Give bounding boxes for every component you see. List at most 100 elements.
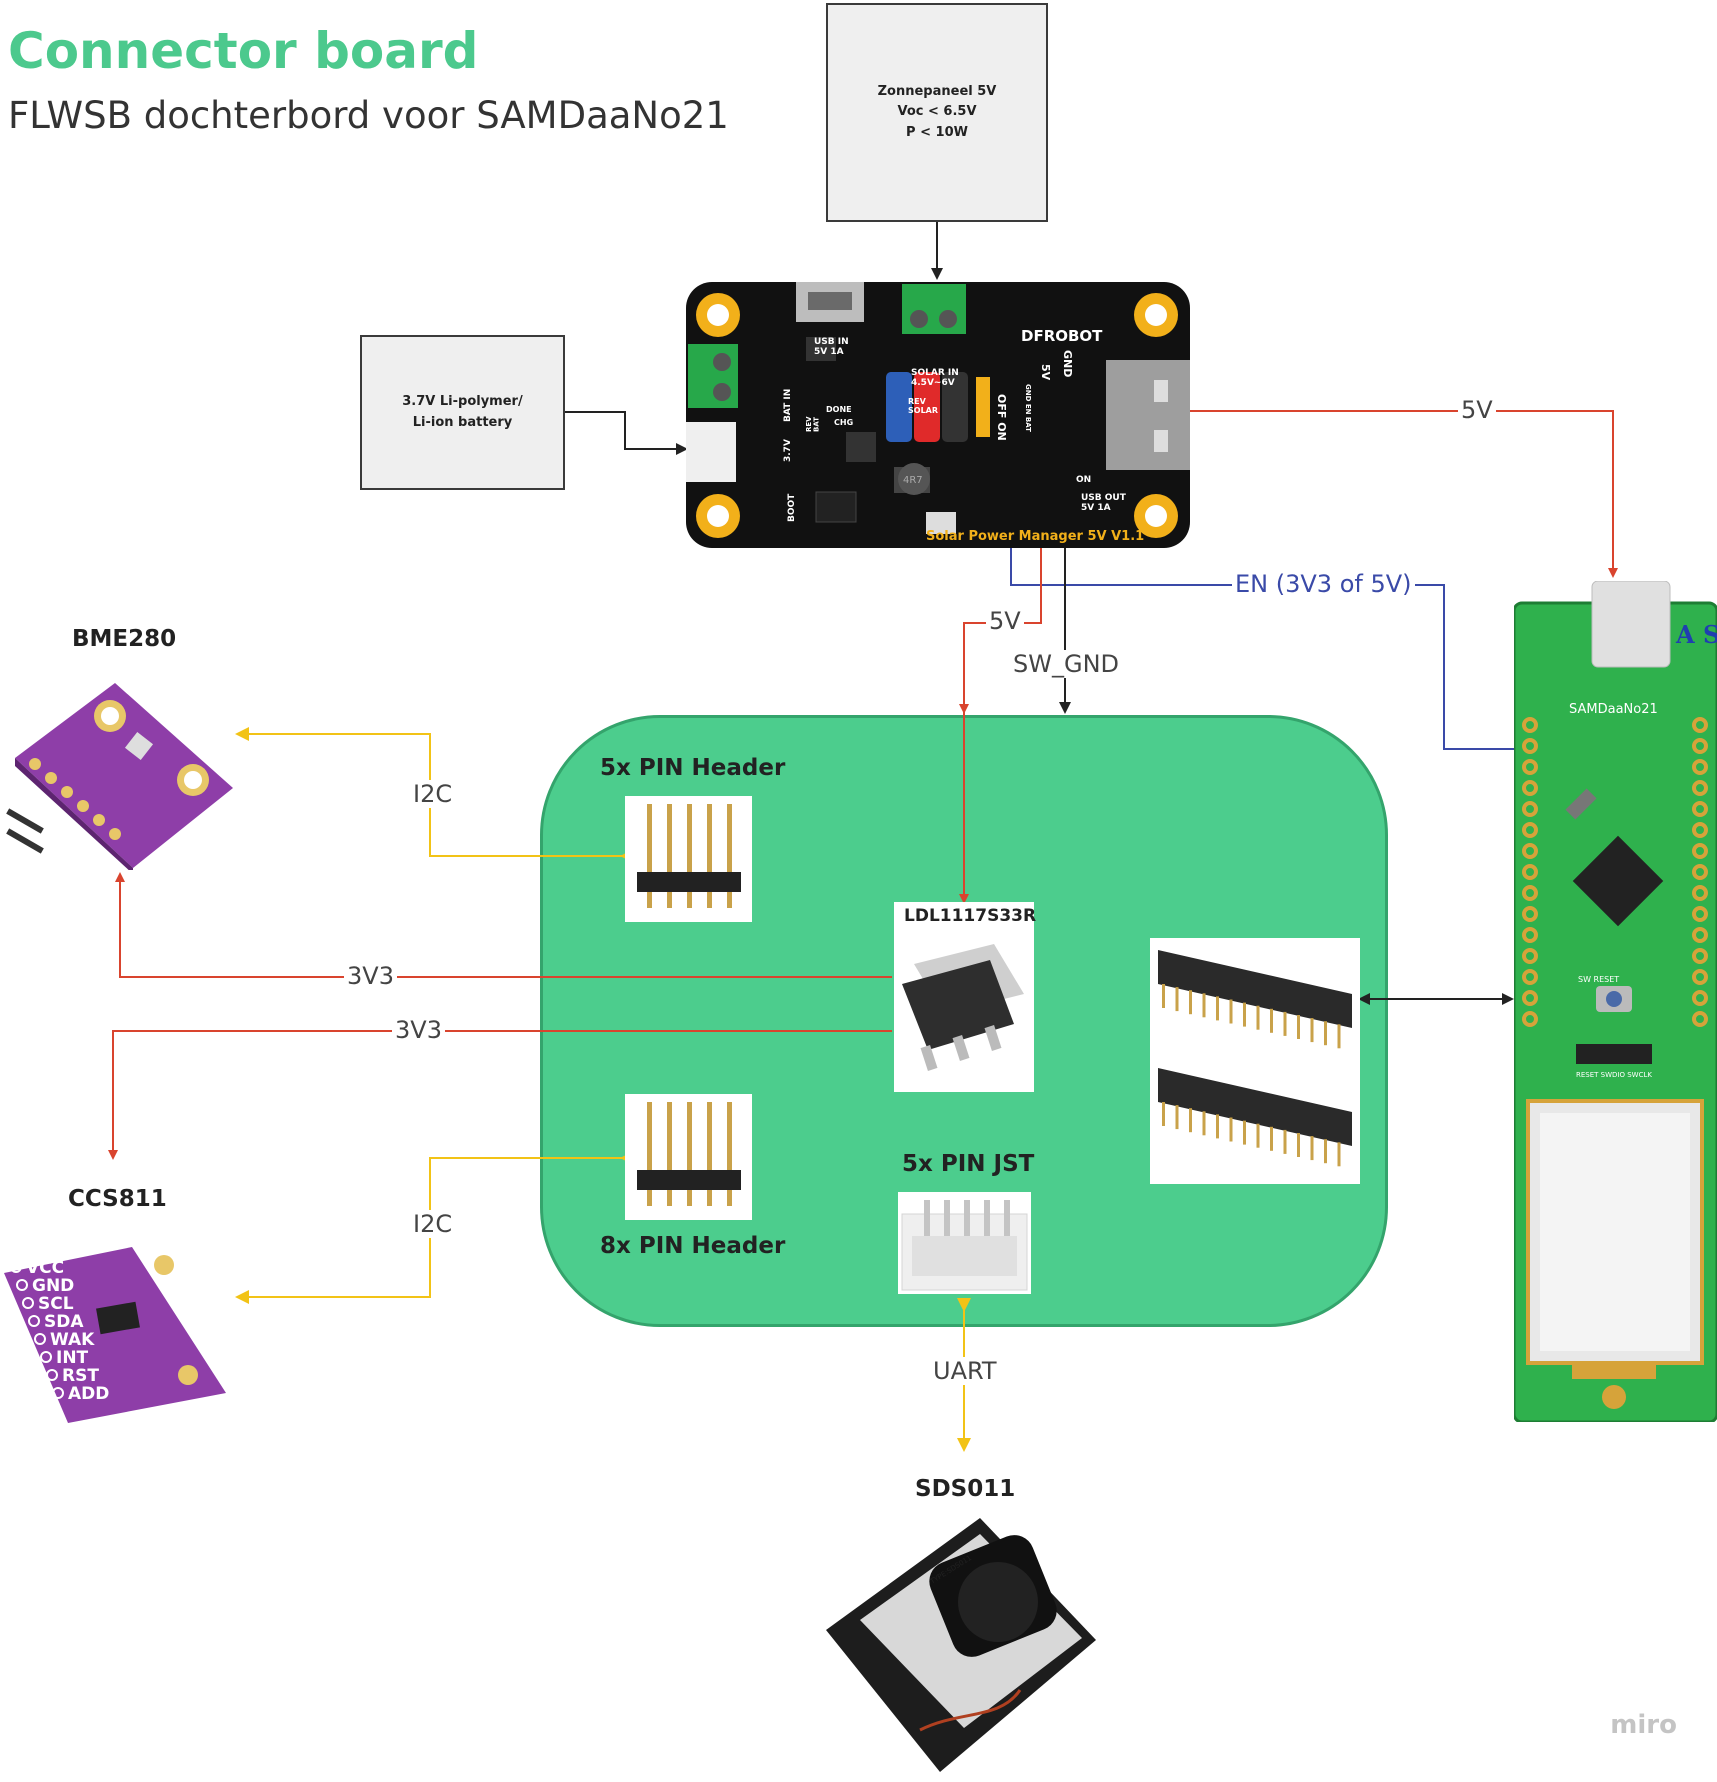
wire-battery — [565, 411, 688, 455]
header-pin — [1297, 1015, 1300, 1039]
pin-header-8x[interactable] — [625, 1094, 752, 1220]
samd-pin-hole — [1522, 927, 1538, 943]
dfrobot-off-on: OFF ON — [995, 394, 1008, 441]
header-pin — [1283, 1129, 1287, 1154]
samd-pin-hole — [1692, 885, 1708, 901]
samd-pin-hole — [1692, 822, 1708, 838]
ccs811-pin-label: VCC — [26, 1258, 64, 1278]
samd-pin-hole — [1692, 864, 1708, 880]
dfrobot-brand: DFROBOT — [1021, 327, 1103, 345]
dfrobot-3v7: 3.7V — [783, 439, 793, 462]
dfrobot-name: Solar Power Manager 5V V1.1 — [926, 529, 1144, 544]
samd-pin-hole — [1692, 717, 1708, 733]
label-i2c-bottom: I2C — [410, 1210, 456, 1238]
ccs811-pin-hole — [22, 1297, 34, 1309]
ccs811-pin-hole — [40, 1351, 52, 1363]
dfrobot-boot: BOOT — [787, 493, 797, 522]
samd-pin-hole — [1522, 738, 1538, 754]
samd-pin-hole — [1522, 780, 1538, 796]
samd-pin-hole — [1692, 780, 1708, 796]
header-pin — [1337, 1142, 1341, 1167]
miro-watermark: miro — [1610, 1710, 1677, 1740]
dfrobot-5v: 5V — [1039, 364, 1052, 381]
female-headers[interactable] — [1150, 938, 1360, 1184]
ccs811-pin-hole — [52, 1387, 64, 1399]
samd-pin-hole — [1692, 843, 1708, 859]
solar-panel-box[interactable]: Zonnepaneel 5V Voc < 6.5V P < 10W — [826, 3, 1048, 222]
header-pin — [1324, 1139, 1327, 1164]
label-3v3-top: 3V3 — [344, 962, 397, 990]
header-pin — [1337, 1024, 1341, 1049]
samd-pin-hole — [1522, 948, 1538, 964]
label-ldo: LDL1117S33R — [904, 906, 1037, 926]
header-pin — [1229, 1117, 1233, 1142]
header-pin — [1243, 1120, 1246, 1145]
samd-pin-hole — [1522, 990, 1538, 1006]
battery-box[interactable]: 3.7V Li-polymer/ Li-ion battery — [360, 335, 565, 490]
dfrobot-chg: CHG — [834, 418, 853, 427]
wire-5v-samd — [1190, 410, 1618, 578]
ccs811-pin-hole — [34, 1333, 46, 1345]
ccs811-pin-hole — [16, 1279, 28, 1291]
header-pin — [1175, 1105, 1179, 1130]
samdaano21-board[interactable]: A S SAMDaaNo21 SW RESET RESET SWDIO SWCL… — [1514, 581, 1717, 1422]
samd-pin-hole — [1692, 738, 1708, 754]
ccs811-pin-label: SCL — [38, 1294, 74, 1314]
header-pin — [1256, 1005, 1260, 1030]
header-pin — [1270, 1008, 1273, 1033]
label-5x-pin-jst: 5x PIN JST — [902, 1151, 1035, 1177]
header-pin — [1297, 1133, 1300, 1157]
ccs811-pin-hole — [28, 1315, 40, 1327]
header-pin — [1202, 1111, 1206, 1136]
label-i2c-top: I2C — [410, 780, 456, 808]
samd-swd-label: RESET SWDIO SWCLK — [1576, 1071, 1652, 1079]
samd-logo: A S — [1675, 620, 1717, 649]
header-pin — [1324, 1021, 1327, 1046]
header-pin — [1162, 1102, 1165, 1126]
dfrobot-bat-in: BAT IN — [783, 389, 793, 422]
samd-pin-hole — [1692, 801, 1708, 817]
header-pin — [1216, 996, 1219, 1021]
label-uart: UART — [930, 1357, 1000, 1385]
samd-pin-hole — [1522, 843, 1538, 859]
label-sw-gnd: SW_GND — [1010, 650, 1122, 678]
header-pin — [1270, 1126, 1273, 1151]
dfrobot-gnd: GND — [1061, 350, 1074, 377]
header-pin — [1310, 1136, 1314, 1161]
dfrobot-pins: GND EN BAT — [1024, 384, 1032, 432]
samd-pin-hole — [1522, 885, 1538, 901]
jst-connector[interactable] — [898, 1192, 1031, 1294]
dfrobot-done: DONE — [826, 405, 852, 414]
dfrobot-rev-bat: REVBAT — [805, 416, 821, 432]
pin-header-5x[interactable] — [625, 796, 752, 922]
samd-pin-hole — [1692, 906, 1708, 922]
ccs811-pin-label: GND — [32, 1276, 74, 1296]
header-pin — [1175, 987, 1179, 1012]
dfrobot-solar-power-manager[interactable]: DFROBOT Solar Power Manager 5V V1.1 USB … — [686, 282, 1190, 548]
samd-reset-label: SW RESET — [1578, 975, 1619, 984]
ccs811-pin-label: INT — [56, 1348, 89, 1368]
ldo-chip-icon — [902, 944, 1024, 1071]
ccs811-pin-hole — [10, 1261, 22, 1273]
sds011-sensor[interactable]: TYPE:SDS011 — [820, 1510, 1102, 1778]
ccs811-pin-hole — [46, 1369, 58, 1381]
samd-pin-hole — [1692, 990, 1708, 1006]
ccs811-pin-label: WAK — [50, 1330, 95, 1350]
label-sds011: SDS011 — [915, 1476, 1016, 1502]
samd-pin-hole — [1522, 822, 1538, 838]
header-pin — [1229, 999, 1233, 1024]
label-5x-pin-header: 5x PIN Header — [600, 755, 786, 781]
label-3v3-bottom: 3V3 — [392, 1016, 445, 1044]
label-5v-mid: 5V — [986, 607, 1024, 635]
samd-pin-hole — [1522, 759, 1538, 775]
ccs811-pin-label: RST — [62, 1366, 99, 1386]
samd-name: SAMDaaNo21 — [1569, 702, 1658, 717]
samd-pin-hole — [1522, 1011, 1538, 1027]
dfrobot-on: ON — [1076, 475, 1091, 485]
ldo-regulator-card[interactable]: LDL1117S33R — [894, 902, 1037, 1092]
bme280-sensor[interactable] — [5, 678, 233, 870]
